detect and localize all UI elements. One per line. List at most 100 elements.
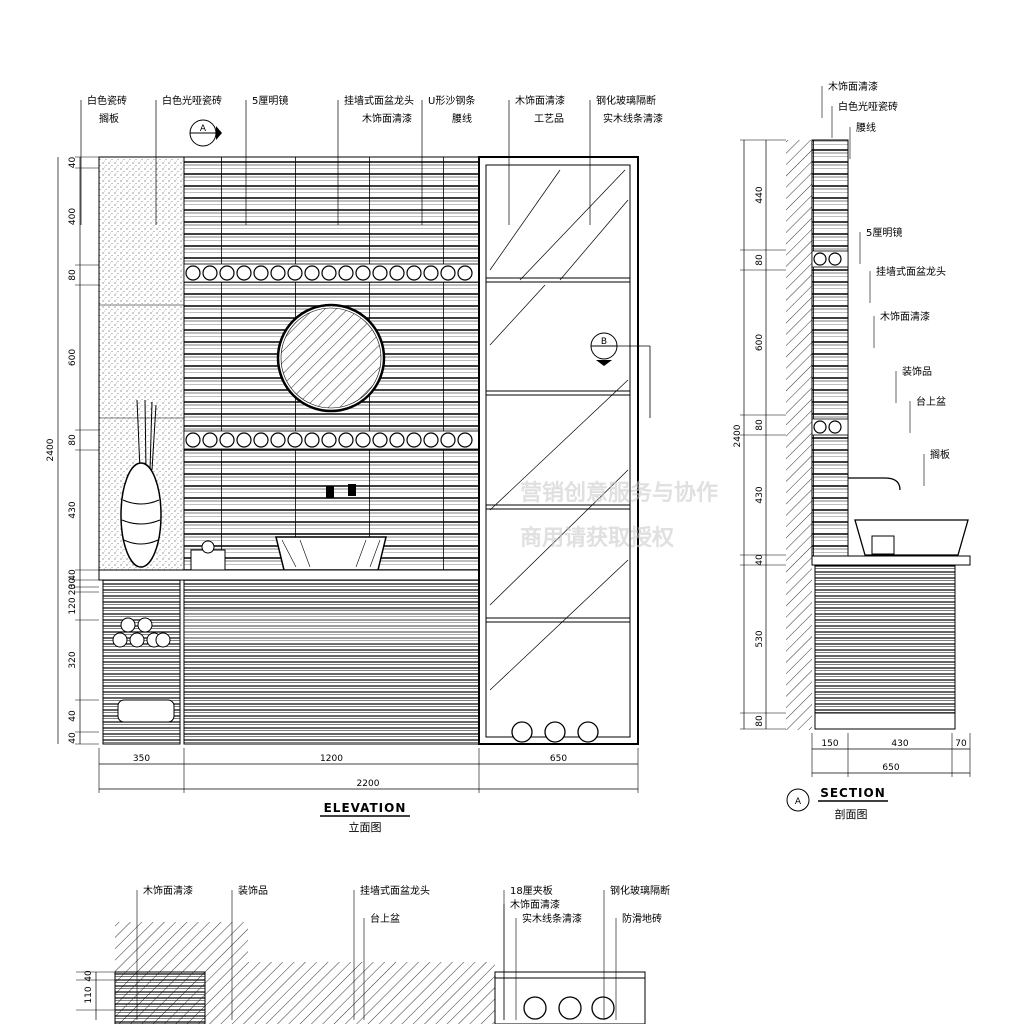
pebble — [202, 265, 218, 281]
pebble — [406, 265, 422, 281]
pebble — [389, 432, 405, 448]
pebble — [372, 265, 388, 281]
dim-label: 40 — [68, 710, 78, 722]
section-marker-b: B — [590, 332, 651, 418]
callout-label: 白色瓷砖 — [87, 94, 127, 107]
section-cabinet — [814, 564, 956, 714]
dim-label: 70 — [955, 739, 967, 749]
pebble — [321, 265, 337, 281]
callout-label: 搁板 — [930, 448, 950, 461]
section-marker-a-label: A — [200, 124, 207, 134]
dim-label: 650 — [550, 754, 567, 764]
pebble — [236, 265, 252, 281]
dim-label: 600 — [68, 349, 78, 366]
section-wall — [786, 140, 812, 730]
callout-label: 木饰面清漆 — [143, 884, 193, 897]
pebble — [304, 265, 320, 281]
overall-height-label: 2400 — [733, 424, 743, 447]
section-faucet-icon — [848, 477, 901, 491]
faucet-icon — [326, 486, 334, 498]
pebble — [457, 432, 473, 448]
dim-label: 80 — [755, 419, 765, 431]
glass-reflection-lines — [489, 169, 629, 691]
dim-label: 1200 — [320, 754, 343, 764]
dim-label: 40 — [755, 554, 765, 566]
callout-label: 18厘夹板 — [510, 884, 553, 897]
section-title: SECTION — [820, 786, 886, 800]
pebble — [185, 265, 201, 281]
dim-label: 120 — [68, 597, 78, 614]
callout-label: 木饰面清漆 — [880, 310, 930, 323]
callout-label: 5厘明镜 — [866, 226, 902, 239]
watermark-line1: 营销创意服务与协作 — [520, 480, 718, 506]
dim-label: 110 — [84, 986, 94, 1003]
pebble — [440, 432, 456, 448]
glass-shelf — [485, 617, 631, 623]
section-pebble-band-lower — [811, 418, 849, 436]
callout-label: 钢化玻璃隔断 — [596, 94, 656, 107]
callout-label: 台上盆 — [370, 912, 400, 925]
callout-label: 工艺品 — [534, 113, 564, 125]
callout-label: 木饰面清漆 — [510, 898, 560, 911]
callout-label: 实木线条清漆 — [522, 912, 582, 925]
towel-rolls-icon — [112, 617, 175, 723]
callout-label: 木饰面清漆 — [828, 80, 878, 93]
pebble — [338, 432, 354, 448]
pebble — [355, 265, 371, 281]
watermark: 营销创意服务与协作 商用请获取授权 — [520, 480, 718, 551]
pebble — [423, 265, 439, 281]
callout-label: 台上盆 — [916, 395, 946, 408]
pebble — [253, 265, 269, 281]
dim-label: 440 — [755, 186, 765, 203]
glass-partition — [478, 156, 639, 745]
dim-label: 40 — [68, 157, 78, 169]
callout-label: 腰线 — [856, 121, 876, 134]
dim-label: 80 — [755, 254, 765, 266]
glass-shelf — [485, 504, 631, 510]
pebble-band-upper — [183, 263, 480, 283]
dim-label: 40 — [84, 970, 94, 982]
pebble — [219, 265, 235, 281]
callout-label: 腰线 — [452, 112, 472, 125]
pebble — [828, 420, 842, 434]
callout-label: 防滑地砖 — [622, 912, 662, 925]
decorative-balls-icon — [511, 721, 599, 743]
pebble — [321, 432, 337, 448]
section-decor-icon — [871, 535, 895, 555]
callout-label: 木饰面清漆 — [362, 112, 412, 125]
pebble — [270, 265, 286, 281]
pebble — [813, 252, 827, 266]
vanity-cabinet — [183, 579, 480, 745]
dim-label: 430 — [755, 486, 765, 503]
dim-label: 80 — [68, 269, 78, 281]
dim-label: 150 — [821, 739, 838, 749]
section-horizontal-dimensions: 150 430 70 650 — [811, 733, 971, 777]
section-marker-b-label: B — [601, 337, 607, 347]
section-marker-a: A — [189, 119, 222, 147]
pebble — [287, 265, 303, 281]
pebble — [457, 265, 473, 281]
overall-width-label: 650 — [882, 763, 899, 773]
elevation-title: ELEVATION — [324, 801, 407, 815]
glass-shelf — [485, 277, 631, 283]
dim-label: 430 — [891, 739, 908, 749]
pebble — [202, 432, 218, 448]
callout-label: 挂墙式面盆龙头 — [344, 94, 414, 107]
countertop — [98, 569, 480, 581]
pebble — [270, 432, 286, 448]
pebble — [423, 432, 439, 448]
dim-label: 350 — [133, 754, 150, 764]
pebble — [253, 432, 269, 448]
section-tiled-wall — [811, 139, 849, 561]
pebble-band-lower — [183, 430, 480, 450]
pebble — [440, 265, 456, 281]
pebble — [304, 432, 320, 448]
glass-shelf — [485, 390, 631, 396]
plan-balls-icon — [523, 996, 615, 1020]
